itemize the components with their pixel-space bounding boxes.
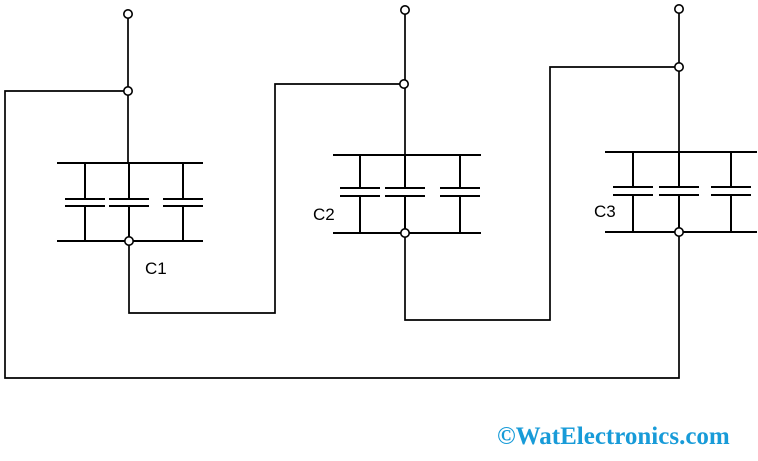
bank-c3-label: C3 [594,202,616,221]
phase2-junction [398,79,409,90]
watermark: ©WatElectronics.com [497,423,730,450]
phase3-terminal [673,4,684,14]
capacitor [440,155,480,233]
bank-c2-label: C2 [313,205,335,224]
c1-bottom-junction [124,236,135,247]
capacitor-bank-c1: C1 [57,162,203,278]
terminals-and-junctions [123,4,684,247]
c3-bottom-junction [673,227,684,238]
phase2-terminal [399,5,410,15]
connection-wires [4,9,680,379]
c2-bottom-junction [399,228,410,239]
phase1-junction [123,86,134,97]
capacitor [65,163,105,241]
capacitor [659,152,699,232]
phase3-junction [673,61,684,72]
capacitor [711,152,751,232]
wire-c1-bottom-to-phase2 [128,83,404,314]
bank-c1-label: C1 [145,259,167,278]
wire-phase1-to-c3-bottom [4,90,680,379]
capacitor [613,152,653,232]
capacitor-bank-c3: C3 [594,151,757,233]
capacitor-bank-c2: C2 [313,154,481,234]
wire-c2-bottom-to-phase3 [404,66,679,321]
phase1-terminal [123,9,134,19]
capacitor [340,155,380,233]
capacitor [385,155,425,233]
capacitor [109,163,149,241]
capacitor [163,163,203,241]
